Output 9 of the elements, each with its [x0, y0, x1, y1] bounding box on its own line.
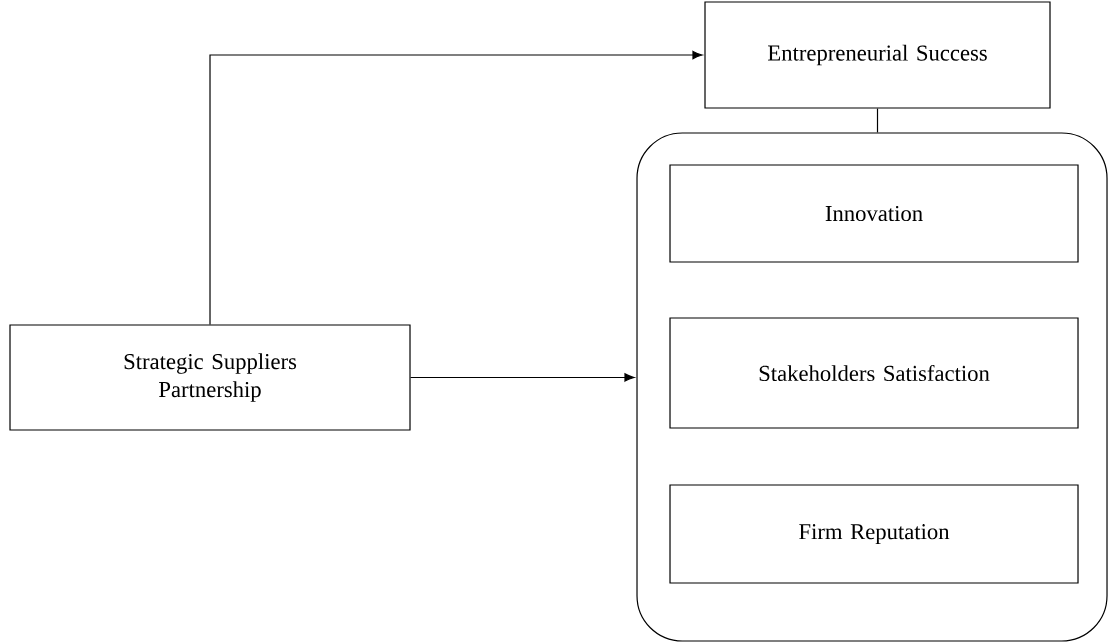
component-box: Innovation	[669, 164, 1079, 263]
concept-box: Strategic Suppliers Partnership	[9, 324, 411, 431]
arrow	[209, 50, 703, 325]
arrow	[410, 373, 635, 382]
rounded-group-frame	[636, 132, 1108, 642]
connector-line	[876, 108, 879, 133]
concept-box: Entrepreneurial Success	[704, 1, 1051, 109]
component-box: Firm Reputation	[669, 484, 1079, 584]
component-box: Stakeholders Satisfaction	[669, 317, 1079, 429]
